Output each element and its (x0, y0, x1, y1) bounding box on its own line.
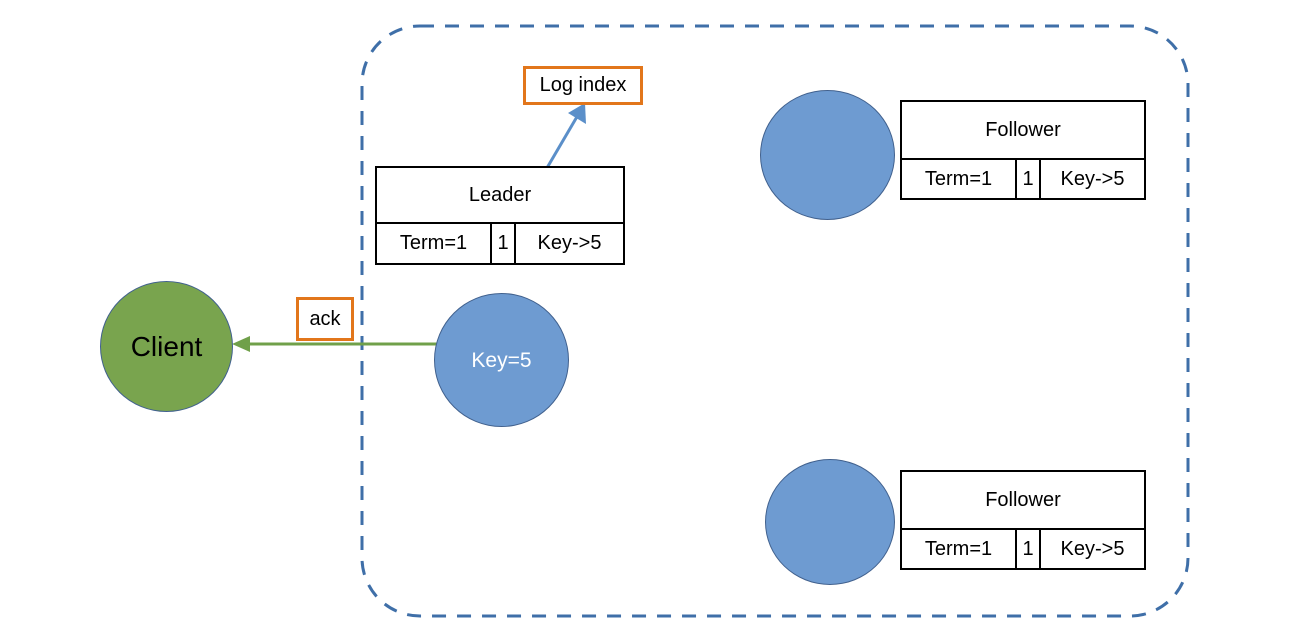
follower-1-node[interactable] (760, 90, 895, 220)
follower-2-command-cell: Key->5 (1060, 537, 1125, 560)
follower-1-role-label: Follower (902, 102, 1144, 160)
follower-2-node[interactable] (765, 459, 895, 585)
follower-2-term-cell: Term=1 (902, 530, 1017, 568)
raft-cluster-boundary (360, 24, 1190, 618)
follower-1-box[interactable]: Follower Term=1 1 Key->5 (900, 100, 1146, 200)
follower-2-log-entry-row: Term=1 1 Key->5 (902, 530, 1144, 568)
follower-2-box[interactable]: Follower Term=1 1 Key->5 (900, 470, 1146, 570)
leader-log-index-cell: 1 (492, 224, 516, 263)
leader-role-label: Leader (377, 168, 623, 224)
follower-1-log-entry-row: Term=1 1 Key->5 (902, 160, 1144, 198)
leader-box[interactable]: Leader Term=1 1 Key->5 (375, 166, 625, 265)
leader-node-label: Key=5 (471, 348, 532, 372)
leader-command-cell: Key->5 (537, 232, 602, 254)
leader-term-cell: Term=1 (377, 224, 492, 263)
follower-2-log-index-cell: 1 (1017, 530, 1041, 568)
follower-1-command-cell: Key->5 (1060, 167, 1125, 190)
ack-arrow (232, 336, 437, 352)
follower-2-role-label: Follower (902, 472, 1144, 530)
leader-log-entry-row: Term=1 1 Key->5 (377, 224, 623, 263)
log-index-callout[interactable]: Log index (523, 66, 643, 105)
ack-callout[interactable]: ack (296, 297, 354, 341)
follower-1-log-index-cell: 1 (1017, 160, 1041, 198)
leader-node[interactable]: Key=5 (434, 293, 569, 427)
client-node-label: Client (130, 330, 203, 362)
client-node[interactable]: Client (100, 281, 233, 412)
follower-1-term-cell: Term=1 (902, 160, 1017, 198)
